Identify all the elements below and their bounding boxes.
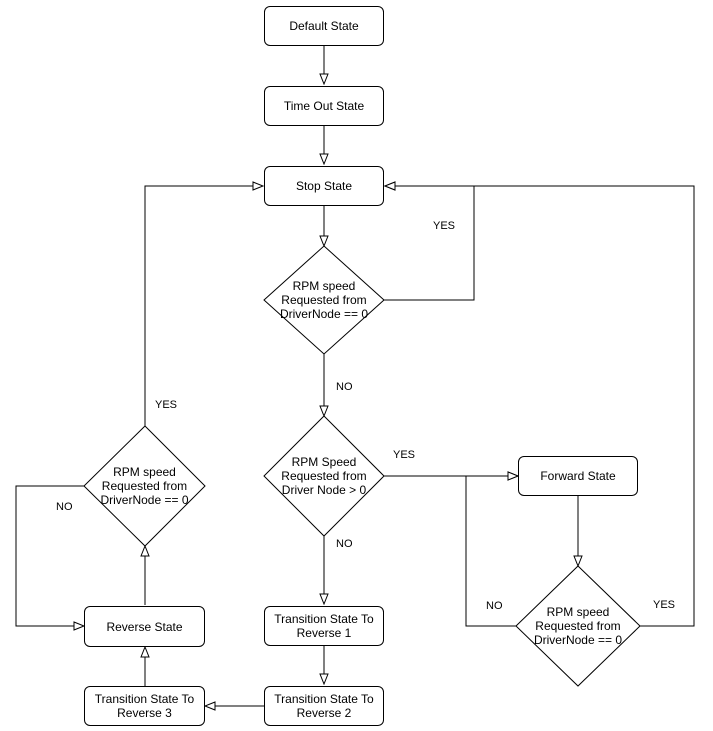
state-forward: Forward State bbox=[518, 456, 638, 496]
edge-d4-yes-to-stop bbox=[385, 186, 695, 627]
decision-diamond-left-zero bbox=[83, 425, 206, 547]
edge-label-yes-right: YES bbox=[653, 599, 676, 611]
decision-diamond-gt-zero bbox=[263, 415, 385, 537]
edge-label-yes-left: YES bbox=[155, 399, 178, 411]
edge-label-yes-top: YES bbox=[433, 220, 456, 232]
decision-diamond-center-zero bbox=[263, 245, 385, 355]
decision-text-gt-zero: RPM Speed Requested from Driver Node > 0 bbox=[281, 455, 367, 497]
edge-label-no-center: NO bbox=[336, 381, 353, 393]
decision-text-right-zero: RPM speed Requested from DriverNode == 0 bbox=[533, 605, 623, 647]
state-stop: Stop State bbox=[264, 166, 384, 206]
state-default: Default State bbox=[264, 6, 384, 46]
decision-diamond-right-zero bbox=[515, 565, 641, 687]
state-transition-reverse-1: Transition State To Reverse 1 bbox=[264, 606, 384, 646]
decision-text-left-zero: RPM speed Requested from DriverNode == 0 bbox=[100, 465, 189, 507]
edge-d3-no-to-reverse bbox=[15, 485, 84, 626]
edge-d1-yes-to-stop bbox=[384, 186, 475, 301]
state-reverse: Reverse State bbox=[84, 606, 205, 647]
edge-label-no-tr1: NO bbox=[336, 538, 353, 550]
edge-d3-yes-to-stop bbox=[144, 186, 263, 426]
decision-text-center-zero: RPM speed Requested from DriverNode == 0 bbox=[279, 279, 369, 321]
edge-label-no-left: NO bbox=[56, 501, 73, 513]
edge-label-yes-forward: YES bbox=[393, 449, 416, 461]
state-transition-reverse-3: Transition State To Reverse 3 bbox=[84, 686, 205, 726]
state-transition-reverse-2: Transition State To Reverse 2 bbox=[264, 686, 384, 726]
edge-label-no-right: NO bbox=[486, 600, 503, 612]
state-timeout: Time Out State bbox=[264, 86, 384, 126]
edge-d4-no-to-forward bbox=[465, 476, 518, 627]
